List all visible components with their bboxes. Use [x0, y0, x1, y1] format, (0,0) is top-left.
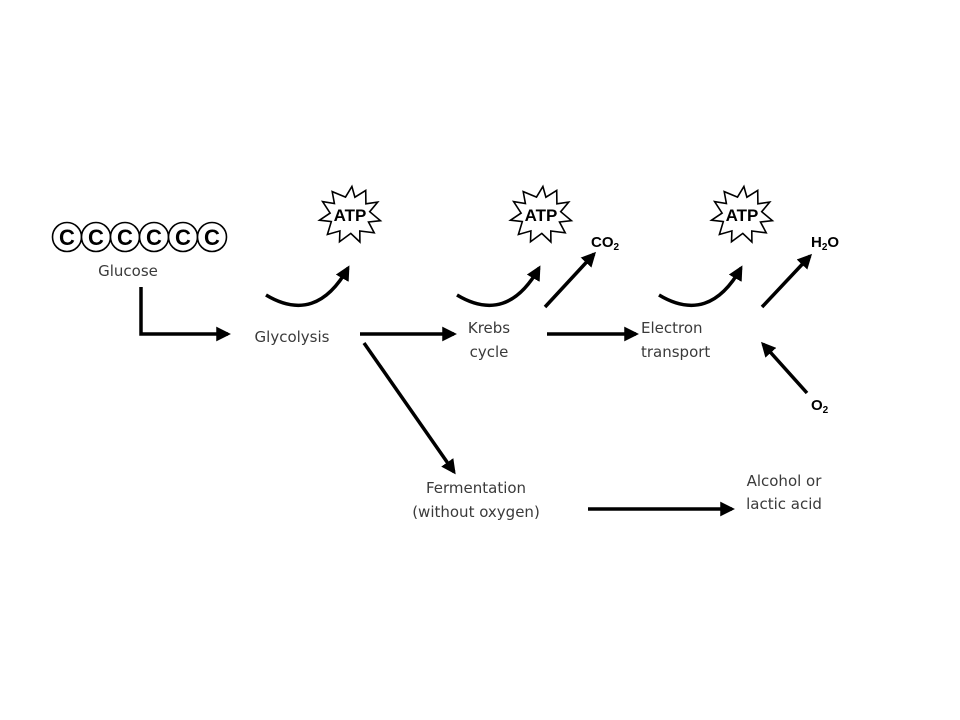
- krebs-cycle-label-line1: Krebs: [468, 319, 510, 337]
- o2-input-arrow: [761, 341, 809, 395]
- krebs-atp-curved-arrow: [456, 265, 541, 308]
- carbon-symbol: C: [117, 225, 133, 250]
- co2-label: CO2: [591, 234, 620, 253]
- atp-burst-icon: ATP: [317, 184, 383, 244]
- atp-label: ATP: [525, 206, 558, 225]
- carbon-symbol: C: [88, 225, 104, 250]
- alcohol-lactic-acid-label-line1: Alcohol or: [747, 472, 823, 490]
- alcohol-lactic-acid-label-line2: lactic acid: [746, 495, 822, 513]
- glucose-to-glycolysis-arrow: [139, 287, 231, 342]
- glycolysis-to-fermentation-arrow: [362, 341, 456, 475]
- glycolysis-atp-curved-arrow: [265, 265, 350, 308]
- o2-label: O2: [811, 397, 829, 416]
- glucose-label: Glucose: [98, 262, 158, 280]
- fermentation-label-line1: Fermentation: [426, 479, 526, 497]
- h2o-release-arrow: [760, 253, 813, 309]
- atp-label: ATP: [334, 206, 367, 225]
- carbon-symbol: C: [59, 225, 75, 250]
- electron-transport-label-line1: Electron: [641, 319, 703, 337]
- atp-burst-icon: ATP: [508, 184, 574, 244]
- fermentation-label-line2: (without oxygen): [412, 503, 540, 521]
- glycolysis-label: Glycolysis: [255, 328, 330, 346]
- carbon-symbol: C: [175, 225, 191, 250]
- co2-release-arrow: [543, 251, 596, 309]
- carbon-symbol: C: [146, 225, 162, 250]
- electron-transport-label-line2: transport: [641, 343, 710, 361]
- electron-transport-atp-curved-arrow: [658, 265, 743, 308]
- atp-burst-icon: ATP: [709, 184, 775, 244]
- atp-label: ATP: [726, 206, 759, 225]
- h2o-label: H2O: [811, 234, 839, 253]
- carbon-atom: [196, 221, 228, 253]
- krebs-cycle-label-line2: cycle: [470, 343, 509, 361]
- carbon-symbol: C: [204, 225, 220, 250]
